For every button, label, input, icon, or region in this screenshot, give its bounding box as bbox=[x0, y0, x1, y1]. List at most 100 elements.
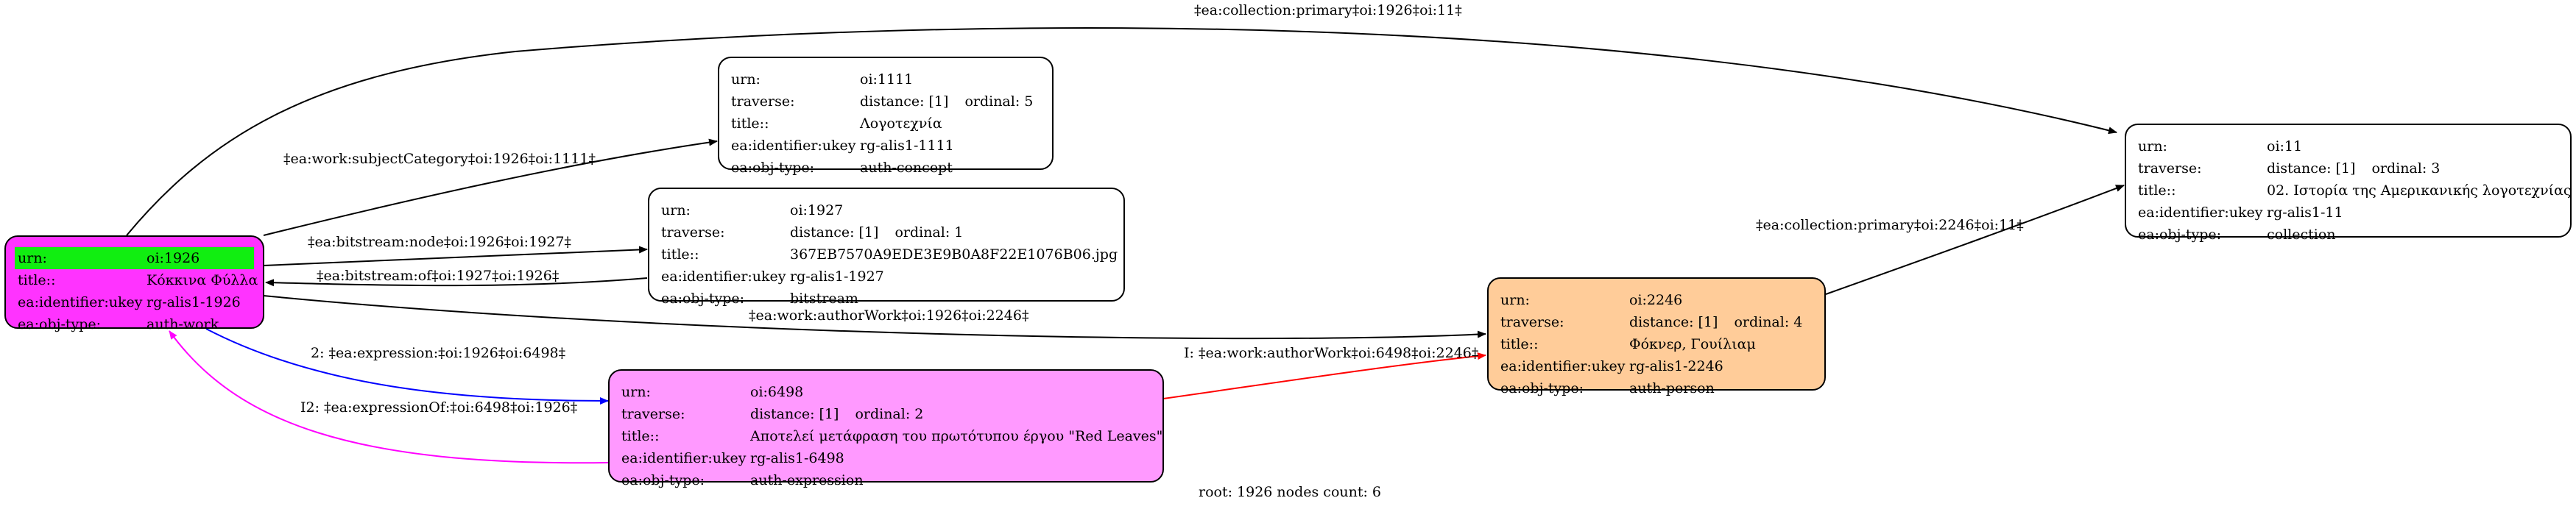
graph-footer: root: 1926 nodes count: 6 bbox=[1199, 484, 1382, 500]
node-field-ukey: ea:identifier:ukey rg-alis1-11 bbox=[2138, 202, 2558, 224]
field-value: Φόκνερ, Γουίλιαμ bbox=[1629, 336, 1756, 352]
node-1927[interactable]: urn: oi:1927 traverse: distance: [1] ord… bbox=[648, 188, 1125, 307]
edge-expression-of bbox=[169, 330, 609, 464]
field-value: collection bbox=[2267, 227, 2336, 243]
traverse-distance: distance: [1] bbox=[790, 224, 879, 241]
field-value: Κόκκινα Φύλλα bbox=[147, 272, 258, 288]
field-key: title:: bbox=[18, 272, 56, 288]
node-6498[interactable]: urn: oi:6498 traverse: distance: [1] ord… bbox=[608, 369, 1164, 488]
field-key: urn: bbox=[731, 71, 761, 88]
node-field-type: ea:obj-type: auth-expression bbox=[621, 469, 1151, 491]
edge-label-expression-of: I2: ‡ea:expressionOf:‡oi:6498‡oi:1926‡ bbox=[300, 399, 578, 416]
node-field-title: title:: 02. Ιστορία της Αμερικανικής λογ… bbox=[2138, 179, 2572, 202]
field-value: rg-alis1-2246 bbox=[1629, 358, 1723, 374]
node-field-title: title:: 367EB7570A9EDE3E9B0A8F22E1076B06… bbox=[661, 243, 1118, 266]
node-field-traverse: traverse: distance: [1] ordinal: 4 bbox=[1500, 311, 1813, 333]
field-key: urn: bbox=[661, 202, 691, 218]
field-key: traverse: bbox=[2138, 160, 2202, 177]
edge-label-expression: 2: ‡ea:expression:‡oi:1926‡oi:6498‡ bbox=[311, 345, 566, 361]
node-field-traverse: traverse: distance: [1] ordinal: 2 bbox=[621, 403, 1151, 425]
field-key: ea:obj-type: bbox=[661, 291, 745, 307]
field-value: auth-expression bbox=[750, 472, 864, 488]
node-field-title: title:: Κόκκινα Φύλλα bbox=[18, 269, 258, 291]
field-key: ea:identifier:ukey bbox=[661, 268, 786, 285]
edge-label-bitstream-node: ‡ea:bitstream:node‡oi:1926‡oi:1927‡ bbox=[308, 234, 571, 250]
traverse-ordinal: ordinal: 5 bbox=[964, 93, 1034, 110]
field-key: urn: bbox=[621, 384, 651, 400]
edge-label-collection-primary-root: ‡ea:collection:primary‡oi:1926‡oi:11‡ bbox=[1194, 2, 1462, 18]
field-key: ea:identifier:ukey bbox=[2138, 204, 2263, 221]
field-key: urn: bbox=[1500, 292, 1530, 308]
edge-collection-primary-person bbox=[1825, 185, 2125, 295]
node-field-ukey: ea:identifier:ukey rg-alis1-1927 bbox=[661, 266, 1112, 288]
field-key: traverse: bbox=[621, 406, 685, 422]
traverse-distance: distance: [1] bbox=[1629, 314, 1718, 330]
node-field-urn: urn: oi:1927 bbox=[661, 199, 1112, 221]
edge-author-work-inverse bbox=[1162, 352, 1486, 399]
field-key: title:: bbox=[661, 246, 699, 263]
field-key: title:: bbox=[2138, 182, 2176, 199]
field-key: traverse: bbox=[731, 93, 795, 110]
node-field-urn: urn: oi:1111 bbox=[731, 68, 1040, 90]
field-value: oi:6498 bbox=[750, 384, 804, 400]
field-key: title:: bbox=[621, 428, 660, 444]
field-key: ea:identifier:ukey bbox=[1500, 358, 1626, 374]
traverse-distance: distance: [1] bbox=[2267, 160, 2356, 177]
edge-label-author-work: ‡ea:work:authorWork‡oi:1926‡oi:2246‡ bbox=[749, 307, 1029, 324]
node-root-1926[interactable]: urn: oi:1926 title:: Κόκκινα Φύλλα ea:id… bbox=[4, 235, 264, 332]
node-field-type: ea:obj-type: collection bbox=[2138, 224, 2558, 246]
node-field-urn: urn: oi:1926 bbox=[15, 247, 254, 269]
node-1111[interactable]: urn: oi:1111 traverse: distance: [1] ord… bbox=[718, 57, 1054, 176]
field-value: oi:11 bbox=[2267, 138, 2303, 154]
traverse-distance: distance: [1] bbox=[860, 93, 949, 110]
field-value: rg-alis1-1926 bbox=[147, 294, 241, 310]
field-value: rg-alis1-11 bbox=[2267, 204, 2343, 221]
field-value: bitstream bbox=[790, 291, 858, 307]
field-value: oi:2246 bbox=[1629, 292, 1683, 308]
edge-collection-primary-root bbox=[126, 27, 2117, 236]
node-field-type: ea:obj-type: auth-concept bbox=[731, 157, 1040, 179]
traverse-ordinal: ordinal: 2 bbox=[855, 406, 924, 422]
edge-label-collection-primary-person: ‡ea:collection:primary‡oi:2246‡oi:11‡ bbox=[1756, 217, 2024, 233]
field-key: urn: bbox=[2138, 138, 2167, 154]
field-key: ea:identifier:ukey bbox=[731, 138, 856, 154]
field-key: ea:obj-type: bbox=[621, 472, 705, 488]
field-key: traverse: bbox=[661, 224, 725, 241]
node-field-ukey: ea:identifier:ukey rg-alis1-6498 bbox=[621, 447, 1151, 469]
node-field-ukey: ea:identifier:ukey rg-alis1-2246 bbox=[1500, 355, 1813, 377]
traverse-ordinal: ordinal: 3 bbox=[2371, 160, 2441, 177]
field-value: auth-work bbox=[147, 316, 219, 332]
edge-subject-category bbox=[263, 138, 718, 236]
field-key: ea:identifier:ukey bbox=[621, 450, 747, 466]
traverse-distance: distance: [1] bbox=[750, 406, 839, 422]
field-key: traverse: bbox=[1500, 314, 1564, 330]
edge-author-work bbox=[263, 295, 1486, 340]
edge-label-author-work-inverse: I: ‡ea:work:authorWork‡oi:6498‡oi:2246‡ bbox=[1184, 345, 1479, 361]
node-field-urn: urn: oi:6498 bbox=[621, 381, 1151, 403]
field-value: Λογοτεχνία bbox=[860, 115, 942, 132]
edge-label-subject-category: ‡ea:work:subjectCategory‡oi:1926‡oi:1111… bbox=[283, 151, 596, 167]
field-value: oi:1111 bbox=[860, 71, 914, 88]
node-field-type: ea:obj-type: auth-work bbox=[18, 313, 251, 335]
field-key: title:: bbox=[1500, 336, 1539, 352]
edge-bitstream-of bbox=[265, 277, 648, 287]
node-2246[interactable]: urn: oi:2246 traverse: distance: [1] ord… bbox=[1487, 277, 1826, 396]
node-11[interactable]: urn: oi:11 traverse: distance: [1] ordin… bbox=[2125, 124, 2572, 243]
traverse-ordinal: ordinal: 4 bbox=[1734, 314, 1803, 330]
field-value: rg-alis1-6498 bbox=[750, 450, 844, 466]
node-field-type: ea:obj-type: auth-person bbox=[1500, 377, 1813, 399]
node-field-urn: urn: oi:2246 bbox=[1500, 289, 1813, 311]
edge-label-bitstream-of: ‡ea:bitstream:of‡oi:1927‡oi:1926‡ bbox=[317, 268, 560, 284]
field-key: ea:identifier:ukey bbox=[18, 294, 143, 310]
node-field-traverse: traverse: distance: [1] ordinal: 1 bbox=[661, 221, 1112, 243]
field-value: auth-person bbox=[1629, 380, 1715, 396]
field-key: ea:obj-type: bbox=[18, 316, 102, 332]
edge-bitstream-node bbox=[263, 246, 648, 266]
field-value: oi:1927 bbox=[790, 202, 844, 218]
field-key: ea:obj-type: bbox=[731, 160, 815, 176]
field-key: ea:obj-type: bbox=[1500, 380, 1584, 396]
field-value: rg-alis1-1111 bbox=[860, 138, 954, 154]
field-key: ea:obj-type: bbox=[2138, 227, 2222, 243]
node-field-type: ea:obj-type: bitstream bbox=[661, 288, 1112, 310]
